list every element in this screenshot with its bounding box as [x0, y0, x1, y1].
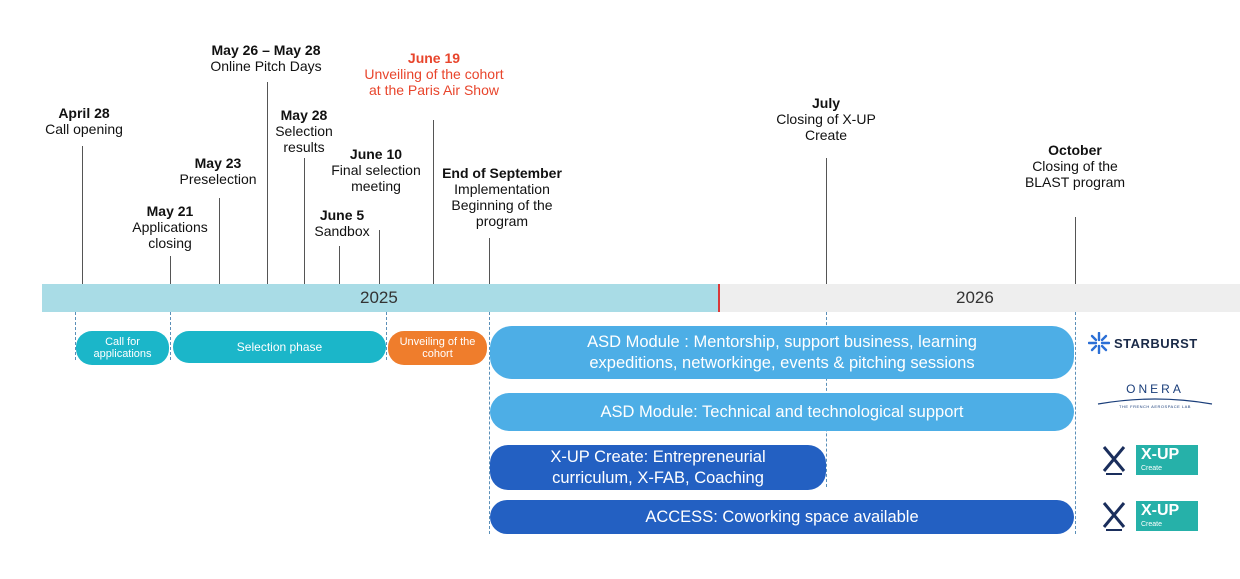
event-june-19: June 19 Unveiling of the cohort at the P… [364, 50, 504, 98]
xup-logo-1: X-UP Create [1100, 443, 1200, 477]
event-marker-may-21 [170, 256, 171, 284]
event-marker-july [826, 158, 827, 284]
guide-line [170, 312, 171, 360]
starburst-star-icon [1088, 332, 1110, 354]
xup-badge: X-UP Create [1136, 501, 1198, 531]
event-title: End of September [442, 165, 562, 181]
module-access-coworking: ACCESS: Coworking space available [490, 500, 1074, 534]
event-title: June 10 [349, 146, 403, 162]
event-marker-end-of-september [489, 238, 490, 284]
module-label: X-UP Create: Entrepreneurial curriculum,… [550, 447, 766, 487]
event-may-21: May 21 Applications closing [115, 203, 225, 251]
polytechnique-x-icon [1102, 446, 1126, 475]
event-may-23: May 23 Preselection [179, 155, 256, 187]
event-title: May 26 – May 28 [211, 42, 321, 58]
year-label-2026: 2026 [956, 288, 994, 307]
onera-logo: ONERA THE FRENCH AEROSPACE LAB [1096, 382, 1214, 412]
event-title: June 5 [319, 207, 365, 223]
module-label: ASD Module : Mentorship, support busines… [587, 332, 977, 372]
event-title: May 28 [280, 107, 328, 123]
xup-badge: X-UP Create [1136, 445, 1198, 475]
phase-unveiling: Unveiling of the cohort [388, 331, 487, 365]
timeline-bar-2025 [42, 284, 719, 312]
year-label-2025: 2025 [360, 288, 398, 307]
starburst-logo: STARBURST [1088, 332, 1208, 354]
event-may-28: May 28 Selection results [264, 107, 344, 155]
onera-tagline: THE FRENCH AEROSPACE LAB [1119, 404, 1191, 409]
phase-call-for-applications: Call for applications [76, 331, 169, 365]
xup-badge-sub: Create [1141, 521, 1163, 528]
guide-line [386, 312, 387, 360]
phase-label: Unveiling of the cohort [399, 336, 476, 360]
event-marker-june-10 [379, 230, 380, 284]
event-desc: Selection results [275, 123, 333, 155]
event-june-10: June 10 Final selection meeting [316, 146, 436, 194]
starburst-wordmark: STARBURST [1114, 335, 1198, 351]
event-marker-april-28 [82, 146, 83, 284]
module-label: ACCESS: Coworking space available [645, 507, 919, 526]
event-end-of-september: End of September Implementation Beginnin… [432, 165, 572, 229]
event-title: May 21 [146, 203, 194, 219]
event-july: July Closing of X-UP Create [771, 95, 881, 143]
event-marker-may-26 [267, 82, 268, 284]
xup-logo-2: X-UP Create [1100, 499, 1200, 533]
event-marker-may-28 [304, 158, 305, 284]
onera-swoosh-icon [1097, 398, 1213, 405]
xup-badge-text: X-UP [1141, 446, 1180, 463]
guide-line [1075, 312, 1076, 534]
phase-selection: Selection phase [173, 331, 386, 363]
event-october: October Closing of the BLAST program [1010, 142, 1140, 190]
event-april-28: April 28 Call opening [45, 105, 123, 137]
event-title: April 28 [58, 105, 110, 121]
event-title: May 23 [194, 155, 242, 171]
guide-line [75, 312, 76, 360]
event-desc: Closing of X-UP Create [776, 111, 876, 143]
timeline-bar-2026 [719, 284, 1240, 312]
module-asd-technical: ASD Module: Technical and technological … [490, 393, 1074, 431]
event-june-5: June 5 Sandbox [314, 207, 369, 239]
event-marker-may-23 [219, 198, 220, 284]
event-marker-june-19 [433, 120, 434, 284]
event-desc: Final selection meeting [331, 162, 421, 194]
xup-badge-text: X-UP [1141, 502, 1180, 519]
event-title: October [1048, 142, 1102, 158]
event-desc: Preselection [179, 171, 257, 187]
module-label: ASD Module: Technical and technological … [600, 402, 964, 421]
event-marker-october [1075, 217, 1076, 284]
event-desc: Closing of the BLAST program [1024, 158, 1126, 190]
event-marker-june-5 [339, 246, 340, 284]
phase-label: Selection phase [236, 340, 323, 354]
module-xup-create: X-UP Create: Entrepreneurial curriculum,… [490, 445, 826, 490]
polytechnique-x-icon [1102, 502, 1126, 531]
event-title: July [811, 95, 840, 111]
event-may-26: May 26 – May 28 Online Pitch Days [210, 42, 321, 74]
event-title: June 19 [407, 50, 461, 66]
event-desc: Implementation Beginning of the program [451, 181, 553, 229]
event-desc: Sandbox [314, 223, 370, 239]
xup-badge-sub: Create [1141, 465, 1163, 472]
guide-line [489, 312, 490, 534]
onera-wordmark: ONERA [1126, 382, 1184, 396]
event-desc: Call opening [45, 121, 123, 137]
event-desc: Unveiling of the cohort at the Paris Air… [364, 66, 504, 98]
event-desc: Applications closing [132, 219, 208, 251]
phase-label: Call for applications [93, 336, 152, 360]
year-divider [718, 284, 720, 312]
event-desc: Online Pitch Days [210, 58, 322, 74]
module-asd-mentorship: ASD Module : Mentorship, support busines… [490, 326, 1074, 379]
